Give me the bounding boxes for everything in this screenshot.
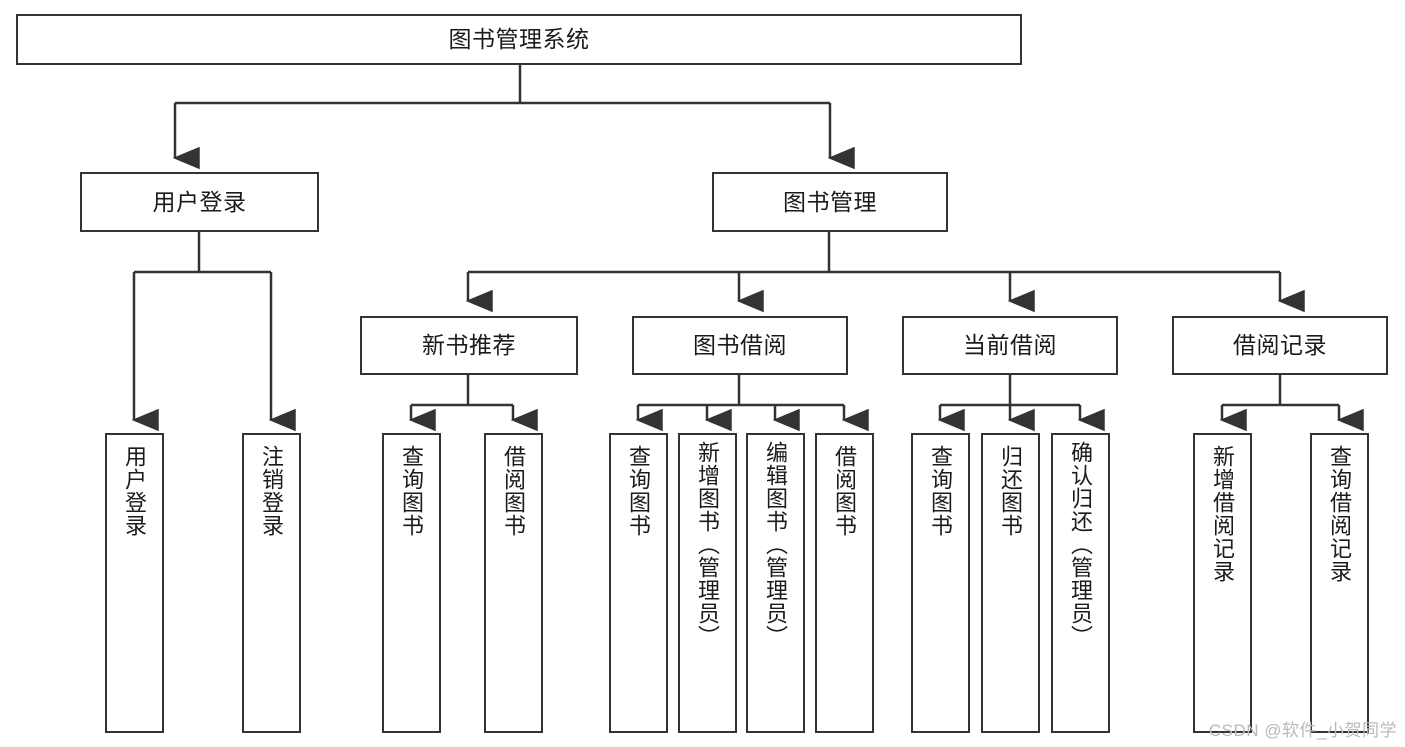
- node-book-borrow[interactable]: 图书借阅: [632, 316, 848, 375]
- node-label: 当前借阅: [963, 332, 1057, 358]
- leaf-borrow-book-recommend[interactable]: 借阅图书: [484, 433, 543, 733]
- leaf-label: 借阅图书: [501, 445, 527, 537]
- leaf-label: 编辑图书（管理员）: [763, 441, 789, 648]
- node-current-borrow[interactable]: 当前借阅: [902, 316, 1118, 375]
- leaf-confirm-return-admin[interactable]: 确认归还（管理员）: [1051, 433, 1110, 733]
- node-book-management[interactable]: 图书管理: [712, 172, 948, 232]
- node-label: 借阅记录: [1233, 332, 1327, 358]
- leaf-label: 新增图书（管理员）: [695, 441, 721, 648]
- leaf-query-borrow-record[interactable]: 查询借阅记录: [1310, 433, 1369, 733]
- leaf-label: 归还图书: [998, 445, 1024, 537]
- node-label: 新书推荐: [422, 332, 516, 358]
- leaf-label: 查询借阅记录: [1327, 445, 1353, 583]
- leaf-borrow-book[interactable]: 借阅图书: [815, 433, 874, 733]
- leaf-add-book-admin[interactable]: 新增图书（管理员）: [678, 433, 737, 733]
- leaf-query-book-recommend[interactable]: 查询图书: [382, 433, 441, 733]
- node-label: 用户登录: [152, 188, 247, 215]
- leaf-label: 借阅图书: [832, 445, 858, 537]
- node-new-book-recommend[interactable]: 新书推荐: [360, 316, 578, 375]
- leaf-label: 查询图书: [928, 445, 954, 537]
- leaf-label: 查询图书: [626, 445, 652, 537]
- leaf-query-book-borrow[interactable]: 查询图书: [609, 433, 668, 733]
- leaf-label: 注销登录: [259, 445, 285, 537]
- leaf-add-borrow-record[interactable]: 新增借阅记录: [1193, 433, 1252, 733]
- node-label: 图书管理: [783, 188, 877, 215]
- leaf-label: 查询图书: [399, 445, 425, 537]
- leaf-label: 用户登录: [122, 445, 148, 537]
- leaf-label: 新增借阅记录: [1210, 445, 1236, 583]
- leaf-edit-book-admin[interactable]: 编辑图书（管理员）: [746, 433, 805, 733]
- leaf-query-book-current[interactable]: 查询图书: [911, 433, 970, 733]
- node-root-book-management-system[interactable]: 图书管理系统: [16, 14, 1022, 65]
- watermark-text: CSDN @软件_小贺同学: [1208, 721, 1397, 740]
- node-label: 图书借阅: [693, 332, 787, 358]
- leaf-user-login[interactable]: 用户登录: [105, 433, 164, 733]
- node-borrow-record[interactable]: 借阅记录: [1172, 316, 1388, 375]
- leaf-return-book[interactable]: 归还图书: [981, 433, 1040, 733]
- leaf-label: 确认归还（管理员）: [1068, 441, 1094, 648]
- node-label: 图书管理系统: [448, 26, 590, 52]
- leaf-logout[interactable]: 注销登录: [242, 433, 301, 733]
- node-user-login[interactable]: 用户登录: [80, 172, 319, 232]
